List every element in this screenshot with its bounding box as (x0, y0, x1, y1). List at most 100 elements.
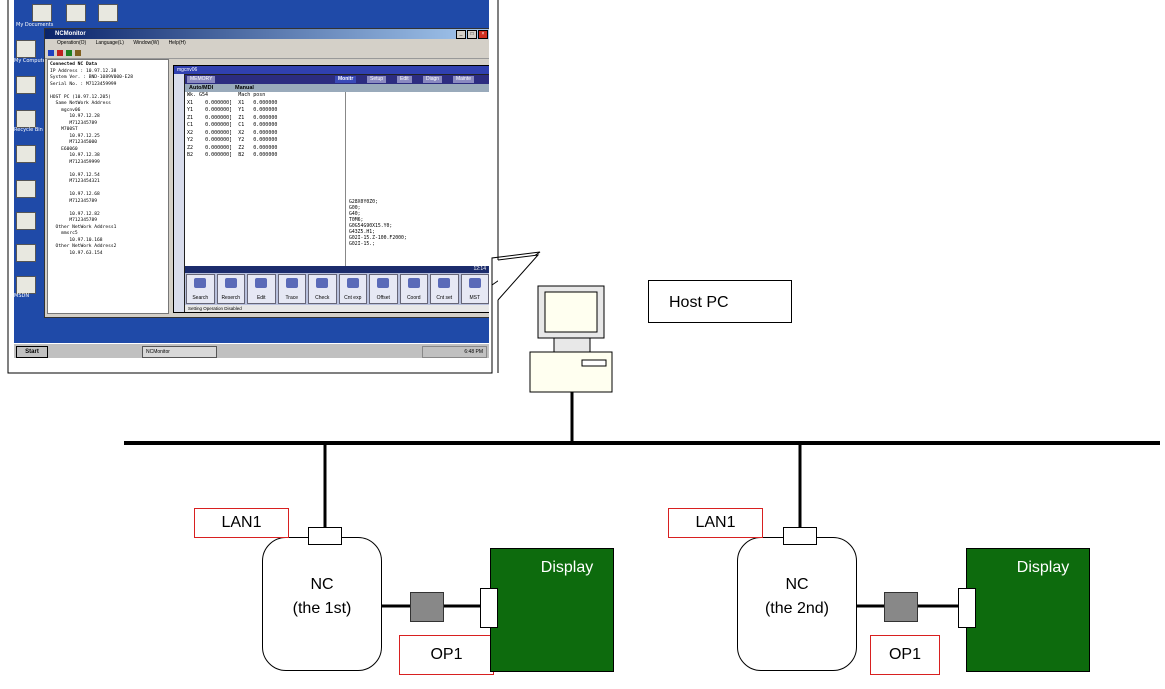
counter-set-icon (438, 278, 451, 288)
axis-label: X2 (238, 129, 245, 136)
axis-label: Z2 (187, 144, 194, 151)
desktop-icon-label: My Computer (14, 58, 48, 64)
modal-gcode-panel (185, 200, 345, 266)
tab-monitr[interactable]: Monitr (335, 76, 357, 83)
axis-value: 0.000000 (205, 122, 230, 128)
tree-node[interactable]: 10.97.12.82 (69, 211, 100, 217)
tree-node[interactable]: 10.97.12.68 (69, 192, 100, 197)
softkey-offset[interactable]: Offset (369, 274, 398, 304)
coordinate-panel: Wk. G54 Mach posn X1 0.000000] X1 0.0000… (185, 92, 345, 200)
program-line: G02I-15.Z-100.F2000; (349, 236, 407, 241)
softkey-mst[interactable]: MST (460, 274, 489, 304)
subtab-manual[interactable]: Manual (235, 85, 254, 91)
maximize-button[interactable]: □ (467, 30, 477, 39)
softkey-trace[interactable]: Trace (277, 274, 306, 304)
softkey-cnt-set[interactable]: Cnt set (430, 274, 459, 304)
axis-value: 0.000000 (205, 144, 230, 151)
desktop-screenshot: My Documents My Computer Recycle Bin MSD… (14, 0, 489, 358)
softkey-label: Offset (376, 295, 390, 301)
display-port-1 (480, 588, 498, 628)
mach-label: Mach posn (238, 92, 266, 98)
menu-help[interactable]: Help(H) (168, 40, 186, 46)
tree-node[interactable]: M7123454321 (69, 179, 100, 184)
refresh-icon[interactable] (66, 50, 72, 56)
menu-language[interactable]: Language(L) (95, 40, 124, 46)
tree-node[interactable]: 10.97.12.54 (69, 172, 100, 178)
tree-node[interactable]: HOST PC (10.97.12.205) (50, 94, 111, 100)
softkey-check[interactable]: Check (308, 274, 337, 304)
tree-node[interactable]: 10.97.10.168 (69, 237, 103, 243)
start-button[interactable]: Start (16, 346, 48, 358)
softkey-edit[interactable]: Edit (247, 274, 276, 304)
axis-label: Z1 (238, 114, 245, 121)
minimize-button[interactable]: _ (456, 30, 466, 39)
disconnect-icon[interactable] (57, 50, 63, 56)
tree-node[interactable]: mmsrc5 (61, 231, 78, 236)
softkey-cnt-exp[interactable]: Cnt exp (338, 274, 367, 304)
display-port-2 (958, 588, 976, 628)
tab-mainte[interactable]: Mainte (453, 76, 475, 83)
connect-icon[interactable] (48, 50, 54, 56)
softkey-label: Check (315, 295, 330, 301)
menu-window[interactable]: Window(W) (133, 40, 160, 46)
tree-heading: Connected NC Data (50, 62, 98, 67)
tree-node[interactable]: M7123459999 (69, 159, 100, 165)
tab-diagn[interactable]: Diagn (423, 76, 443, 83)
tree-node[interactable]: M712345789 (69, 218, 98, 223)
softkey-label: Edit (256, 295, 266, 301)
display-1: Display (490, 548, 614, 672)
axis-value: 0.000000 (205, 152, 230, 158)
taskbar-item-ncmonitor[interactable]: NCMonitor (142, 346, 217, 358)
softkey-coord[interactable]: Coord (399, 274, 428, 304)
softkey-label: Cnt exp (344, 295, 362, 301)
tree-node[interactable]: 10.97.12.38 (69, 153, 100, 158)
nc-sublabel: (the 2nd) (764, 600, 830, 617)
tree-node[interactable]: 10.97.12.28 (69, 114, 100, 119)
tree-node[interactable]: Same NetWork Address (55, 101, 111, 106)
program-line: T0M6; (349, 218, 364, 223)
settings-icon[interactable] (75, 50, 81, 56)
tree-node[interactable]: 10.97.63.154 (69, 250, 103, 256)
ncmonitor-window: NCMonitor _ □ × Operation(O) Language(L)… (44, 28, 489, 318)
nc-tree-panel: Connected NC Data IP Address : 10.97.12.… (47, 59, 169, 314)
program-line: G00; (349, 206, 361, 211)
axis-label: X1 (187, 99, 194, 106)
program-line: G40; (349, 212, 361, 217)
softkey-label: Trace (285, 295, 299, 301)
subtab-auto-mdi[interactable]: Auto/MDI (189, 85, 214, 91)
tab-setup[interactable]: Setup (367, 76, 387, 83)
softkey-bar: Search Reserch Edit Trace Check Cnt exp … (185, 273, 489, 305)
axis-label: Y1 (238, 107, 245, 113)
internet-explorer-icon (16, 145, 36, 163)
tree-node[interactable]: M712345789 (69, 120, 98, 126)
tree-node[interactable]: Other NetWork Address2 (55, 244, 117, 249)
softkey-label: MST (469, 295, 481, 301)
menu-operation[interactable]: Operation(O) (57, 40, 87, 46)
axis-value: 0.000000 (253, 114, 278, 121)
close-button[interactable]: × (478, 30, 488, 39)
system-tray-clock: 6:48 PM (422, 346, 487, 358)
tree-node[interactable]: M700ST (61, 127, 78, 132)
softkey-reserch[interactable]: Reserch (216, 274, 245, 304)
tab-edit[interactable]: Edit (397, 76, 412, 83)
tree-node[interactable]: mgcnv06 (61, 107, 81, 113)
display-2: Display (966, 548, 1090, 672)
nc-label: NC (310, 576, 334, 593)
tree-node[interactable]: M712345000 (69, 140, 98, 145)
tree-node[interactable]: Other NetWork Address1 (55, 224, 117, 230)
feed-spindle-panel (345, 92, 489, 200)
cnc-screen-window: mgcnv06 MEMORY Monitr Setup Edit Diagn M… (173, 65, 489, 313)
counter-expand-icon (346, 278, 359, 288)
program-line: G0G54G90X15.Y0; (349, 224, 393, 229)
tree-node[interactable]: M712345789 (69, 198, 98, 204)
axis-label: Y1 (187, 107, 194, 113)
research-icon (224, 278, 237, 288)
axis-label: Z1 (187, 114, 194, 121)
tree-node[interactable]: 10.97.12.25 (69, 133, 100, 139)
axis-value: 0.000000 (253, 122, 278, 128)
softkey-search[interactable]: Search (186, 274, 215, 304)
nc-label: NC (785, 576, 809, 593)
nc-unit-1: NC (the 1st) (262, 537, 382, 671)
tree-node[interactable]: E60060 (61, 146, 78, 152)
